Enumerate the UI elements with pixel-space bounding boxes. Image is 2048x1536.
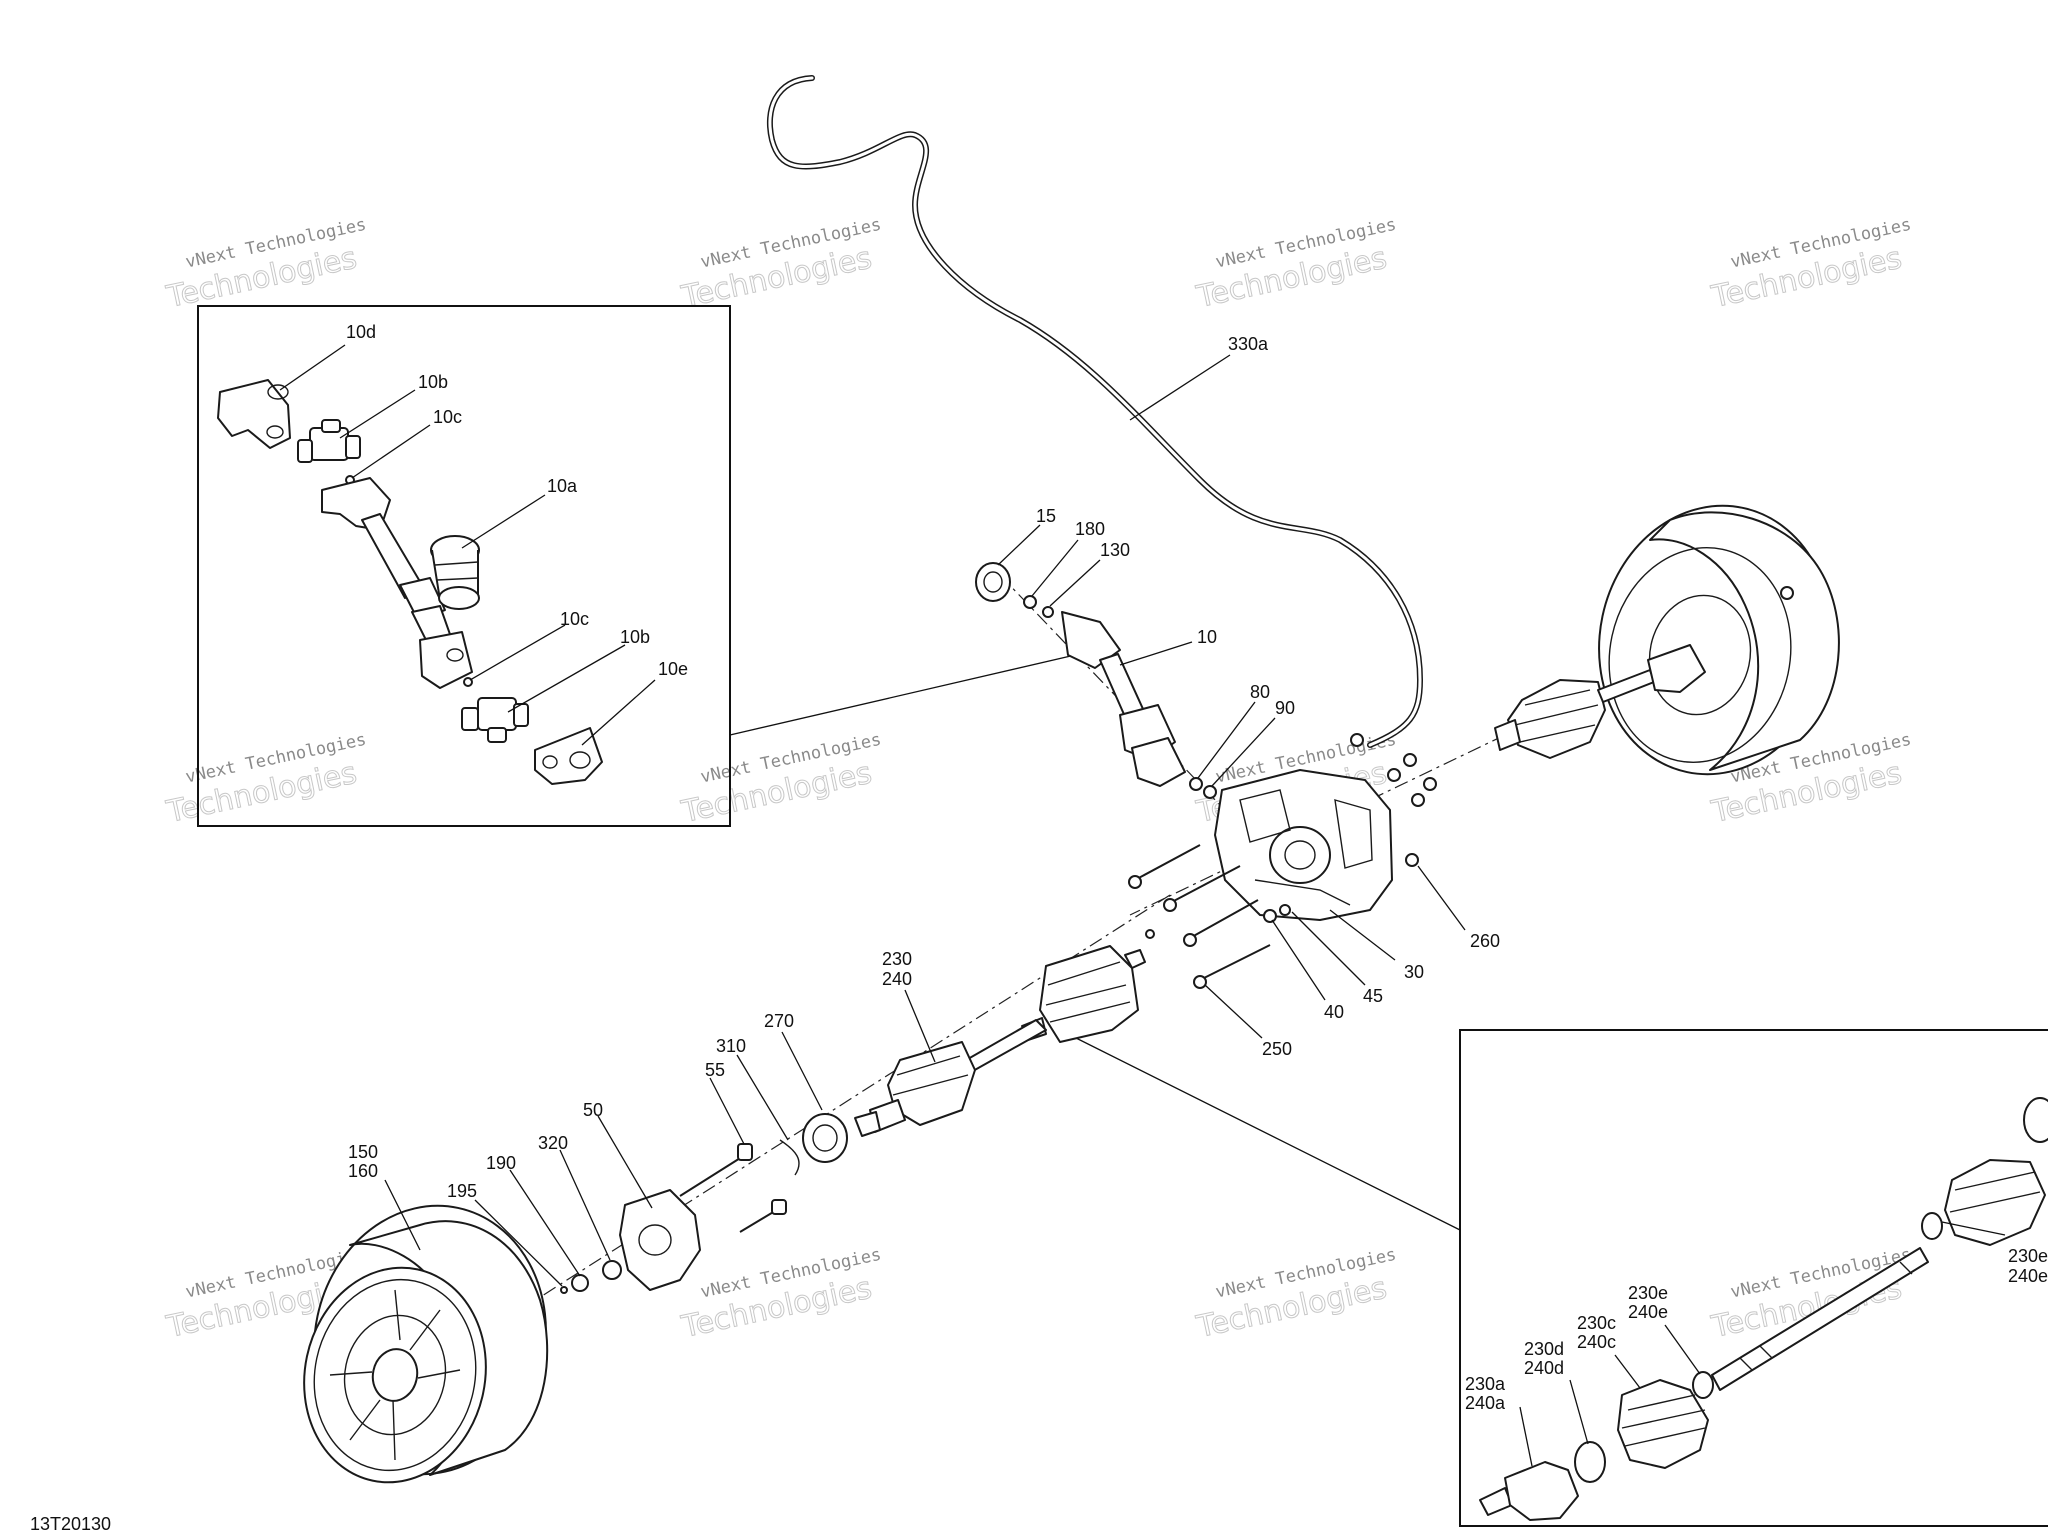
drawing-number: 13T20130 [30, 1514, 111, 1534]
callout-label: 270 [764, 1011, 794, 1031]
callout-label: 230e [2008, 1246, 2048, 1266]
callout-label: 150 [348, 1142, 378, 1162]
watermark: Technologies vNext Technologies [1193, 215, 1399, 316]
axle-detail-parts [1479, 1097, 2048, 1521]
callout-label: 40 [1324, 1002, 1344, 1022]
watermark: Technologies vNext Technologies [678, 215, 884, 316]
shaft-assembly-10a [321, 477, 473, 689]
watermark: Technologies vNext Technologies [163, 730, 369, 831]
callout-label: 10b [620, 627, 650, 647]
watermark: Technologies vNext Technologies [678, 730, 884, 831]
studs-55 [679, 1143, 787, 1233]
nut-320 [602, 1260, 622, 1280]
callout-label: 240e [1628, 1302, 1668, 1322]
boot-230c [1617, 1379, 1709, 1469]
circlip-310 [779, 1139, 800, 1176]
boot-10a [430, 535, 480, 610]
driveshaft-assembly [975, 562, 1186, 787]
driveshaft-detail-box [197, 305, 731, 827]
callout-label: 260 [1470, 931, 1500, 951]
callout-label: 320 [538, 1133, 568, 1153]
callout-label: 230c [1577, 1313, 1616, 1333]
callout-label: 45 [1363, 986, 1383, 1006]
mounting-bolts-250 [1128, 844, 1271, 989]
watermark: Technologies vNext Technologies [678, 1245, 884, 1346]
washer-45 [1263, 909, 1277, 923]
yoke-10d [217, 379, 291, 449]
bearing-270 [802, 1113, 848, 1163]
nuts-260 [1387, 753, 1437, 867]
cotter-pin-195 [560, 1286, 568, 1294]
detail-leader-driveshaft [729, 654, 1076, 736]
callout-label: 240e [2008, 1266, 2048, 1286]
ring-130 [1042, 606, 1054, 618]
watermark: Technologies vNext Technologies [1193, 1245, 1399, 1346]
nut-40 [1279, 904, 1291, 916]
ring-180 [1023, 595, 1037, 609]
callout-label: 10b [418, 372, 448, 392]
u-joint-cross-10b-top [297, 419, 361, 463]
driveshaft-detail-parts [217, 379, 603, 785]
callout-labels: 10d 10b 10c 10a 10c 10b 10e 330a 15 180 … [346, 322, 2048, 1413]
callout-label: 190 [486, 1153, 516, 1173]
callout-label: 10 [1197, 627, 1217, 647]
callout-label: 240d [1524, 1358, 1564, 1378]
callout-label: 230e [1628, 1283, 1668, 1303]
watermark: Technologies vNext Technologies [1708, 215, 1914, 316]
brake-line [766, 75, 1423, 748]
ring-90 [1203, 785, 1217, 799]
callout-label: 10e [658, 659, 688, 679]
watermark: Technologies vNext Technologies [163, 215, 369, 316]
differential-assembly [1128, 733, 1437, 989]
callout-label: 240c [1577, 1332, 1616, 1352]
washer-190 [571, 1274, 589, 1292]
detail-axle-shaft [1711, 1247, 1929, 1391]
wheel-rim-right [1598, 504, 1840, 776]
callout-label: 250 [1262, 1039, 1292, 1059]
clamp-230e-right [1921, 1212, 1943, 1240]
drive-axle-right [1494, 644, 1706, 759]
callout-label: 10c [433, 407, 462, 427]
seal-15 [975, 562, 1011, 602]
callout-label: 10a [547, 476, 578, 496]
callout-label: 230 [882, 949, 912, 969]
callout-label: 90 [1275, 698, 1295, 718]
drive-axle-230-240 [854, 945, 1146, 1137]
callout-label: 80 [1250, 682, 1270, 702]
u-joint-cross-10b-bottom [461, 697, 529, 743]
clamp-230d [1574, 1441, 1606, 1483]
callout-label: 55 [705, 1060, 725, 1080]
callout-label: 195 [447, 1181, 477, 1201]
callout-label: 10c [560, 609, 589, 629]
callout-label: 240a [1465, 1393, 1506, 1413]
wheel-hub-hardware [560, 1113, 848, 1294]
callout-label: 15 [1036, 506, 1056, 526]
callout-label: 130 [1100, 540, 1130, 560]
callout-label: 230d [1524, 1339, 1564, 1359]
outer-joint-230a [1504, 1461, 1579, 1521]
hub-50 [619, 1189, 701, 1291]
wheel-rim-left [303, 1204, 549, 1484]
callout-leaders [279, 344, 2006, 1467]
callout-label: 310 [716, 1036, 746, 1056]
axle-detail-box [1459, 1029, 2048, 1527]
detail-leader-axle [1049, 1024, 1461, 1231]
callout-label: 240 [882, 969, 912, 989]
inner-cv-boot [887, 1041, 976, 1126]
callout-label: 30 [1404, 962, 1424, 982]
callout-label: 230a [1465, 1374, 1506, 1394]
callout-label: 180 [1075, 519, 1105, 539]
callout-label: 50 [583, 1100, 603, 1120]
callout-label: 330a [1228, 334, 1269, 354]
screw-80 [1189, 777, 1203, 791]
yoke-rear [1131, 737, 1186, 787]
callout-label: 10d [346, 322, 376, 342]
clamp-230e-mid [1692, 1371, 1714, 1399]
callout-label: 160 [348, 1161, 378, 1181]
